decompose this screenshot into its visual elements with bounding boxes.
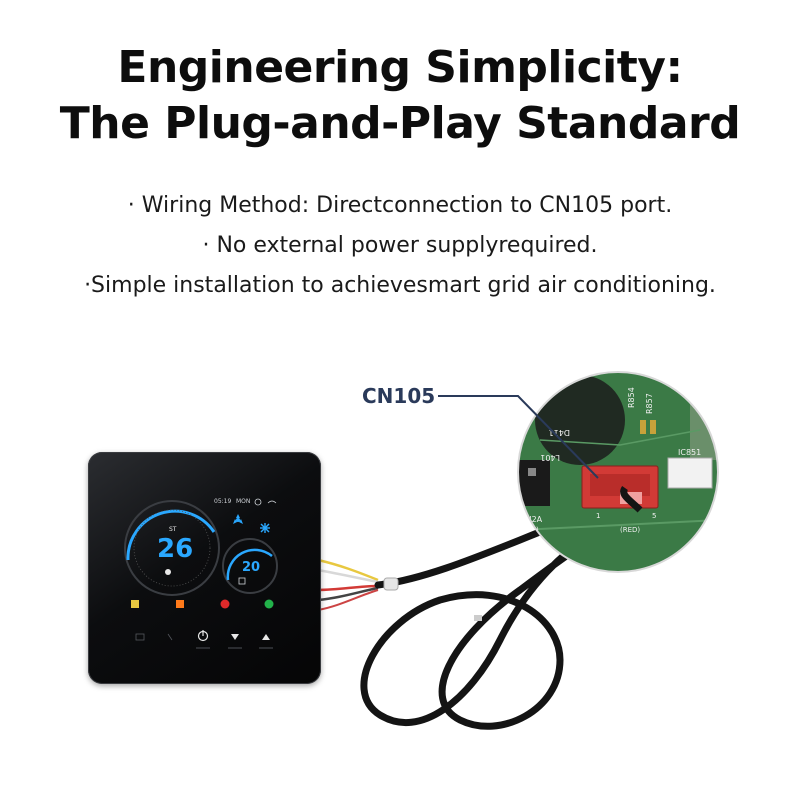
grid-icon xyxy=(176,600,184,608)
svg-text:IC851: IC851 xyxy=(678,448,701,457)
wire-bundle xyxy=(317,558,379,611)
svg-text:(RED): (RED) xyxy=(620,526,640,534)
bullet-power: · No external power supplyrequired. xyxy=(202,233,598,258)
phone-icon xyxy=(264,599,274,609)
room-temperature: 20 xyxy=(242,560,261,575)
wifi-icon xyxy=(267,500,277,504)
title-line-1: Engineering Simplicity: xyxy=(117,42,683,93)
fan-icon xyxy=(233,514,243,524)
clock-icon xyxy=(254,498,262,506)
status-time: 05:19 xyxy=(214,498,232,505)
bullet-wiring: · Wiring Method: Directconnection to CN1… xyxy=(127,193,673,218)
setpoint-dial-track xyxy=(124,500,220,596)
setpoint-label: ST xyxy=(169,526,177,533)
svg-text:5: 5 xyxy=(652,512,656,520)
setpoint-temperature: 26 xyxy=(157,534,194,564)
svg-text:1: 1 xyxy=(596,512,600,520)
callout-line xyxy=(438,395,599,479)
lock-icon xyxy=(238,577,246,585)
svg-text:R857: R857 xyxy=(645,393,654,414)
svg-text:R854: R854 xyxy=(627,387,636,408)
eco-icon xyxy=(131,600,139,608)
mode-icon xyxy=(135,633,145,641)
svg-text:CN2A: CN2A xyxy=(520,515,543,524)
status-day: MON xyxy=(236,498,251,505)
title-line-2: The Plug-and-Play Standard xyxy=(59,98,741,149)
bullet-install: ·Simple installation to achievesmart gri… xyxy=(84,273,716,298)
setpoint-dial-arc xyxy=(126,509,216,561)
pcb-magnifier-ring xyxy=(517,371,719,573)
fan-speed-icon xyxy=(220,599,230,609)
down-arrow-icon xyxy=(231,634,239,640)
pcb-closeup: R854 R857 D411 L401 IC851 CN2A (BLK) (RE… xyxy=(518,372,718,572)
svg-text:L401: L401 xyxy=(540,453,560,462)
cable-clip xyxy=(383,577,399,591)
feature-list: · Wiring Method: Directconnection to CN1… xyxy=(0,186,800,306)
menu-icon xyxy=(167,633,173,641)
room-dial-track xyxy=(222,538,278,594)
up-arrow-icon xyxy=(262,634,270,640)
page-title: Engineering Simplicity: The Plug-and-Pla… xyxy=(0,40,800,152)
svg-text:D411: D411 xyxy=(549,428,570,437)
snowflake-icon xyxy=(260,523,270,533)
thermostat-device xyxy=(88,452,321,684)
room-dial-arc xyxy=(226,548,273,581)
callout-label-cn105: CN105 xyxy=(362,384,436,408)
